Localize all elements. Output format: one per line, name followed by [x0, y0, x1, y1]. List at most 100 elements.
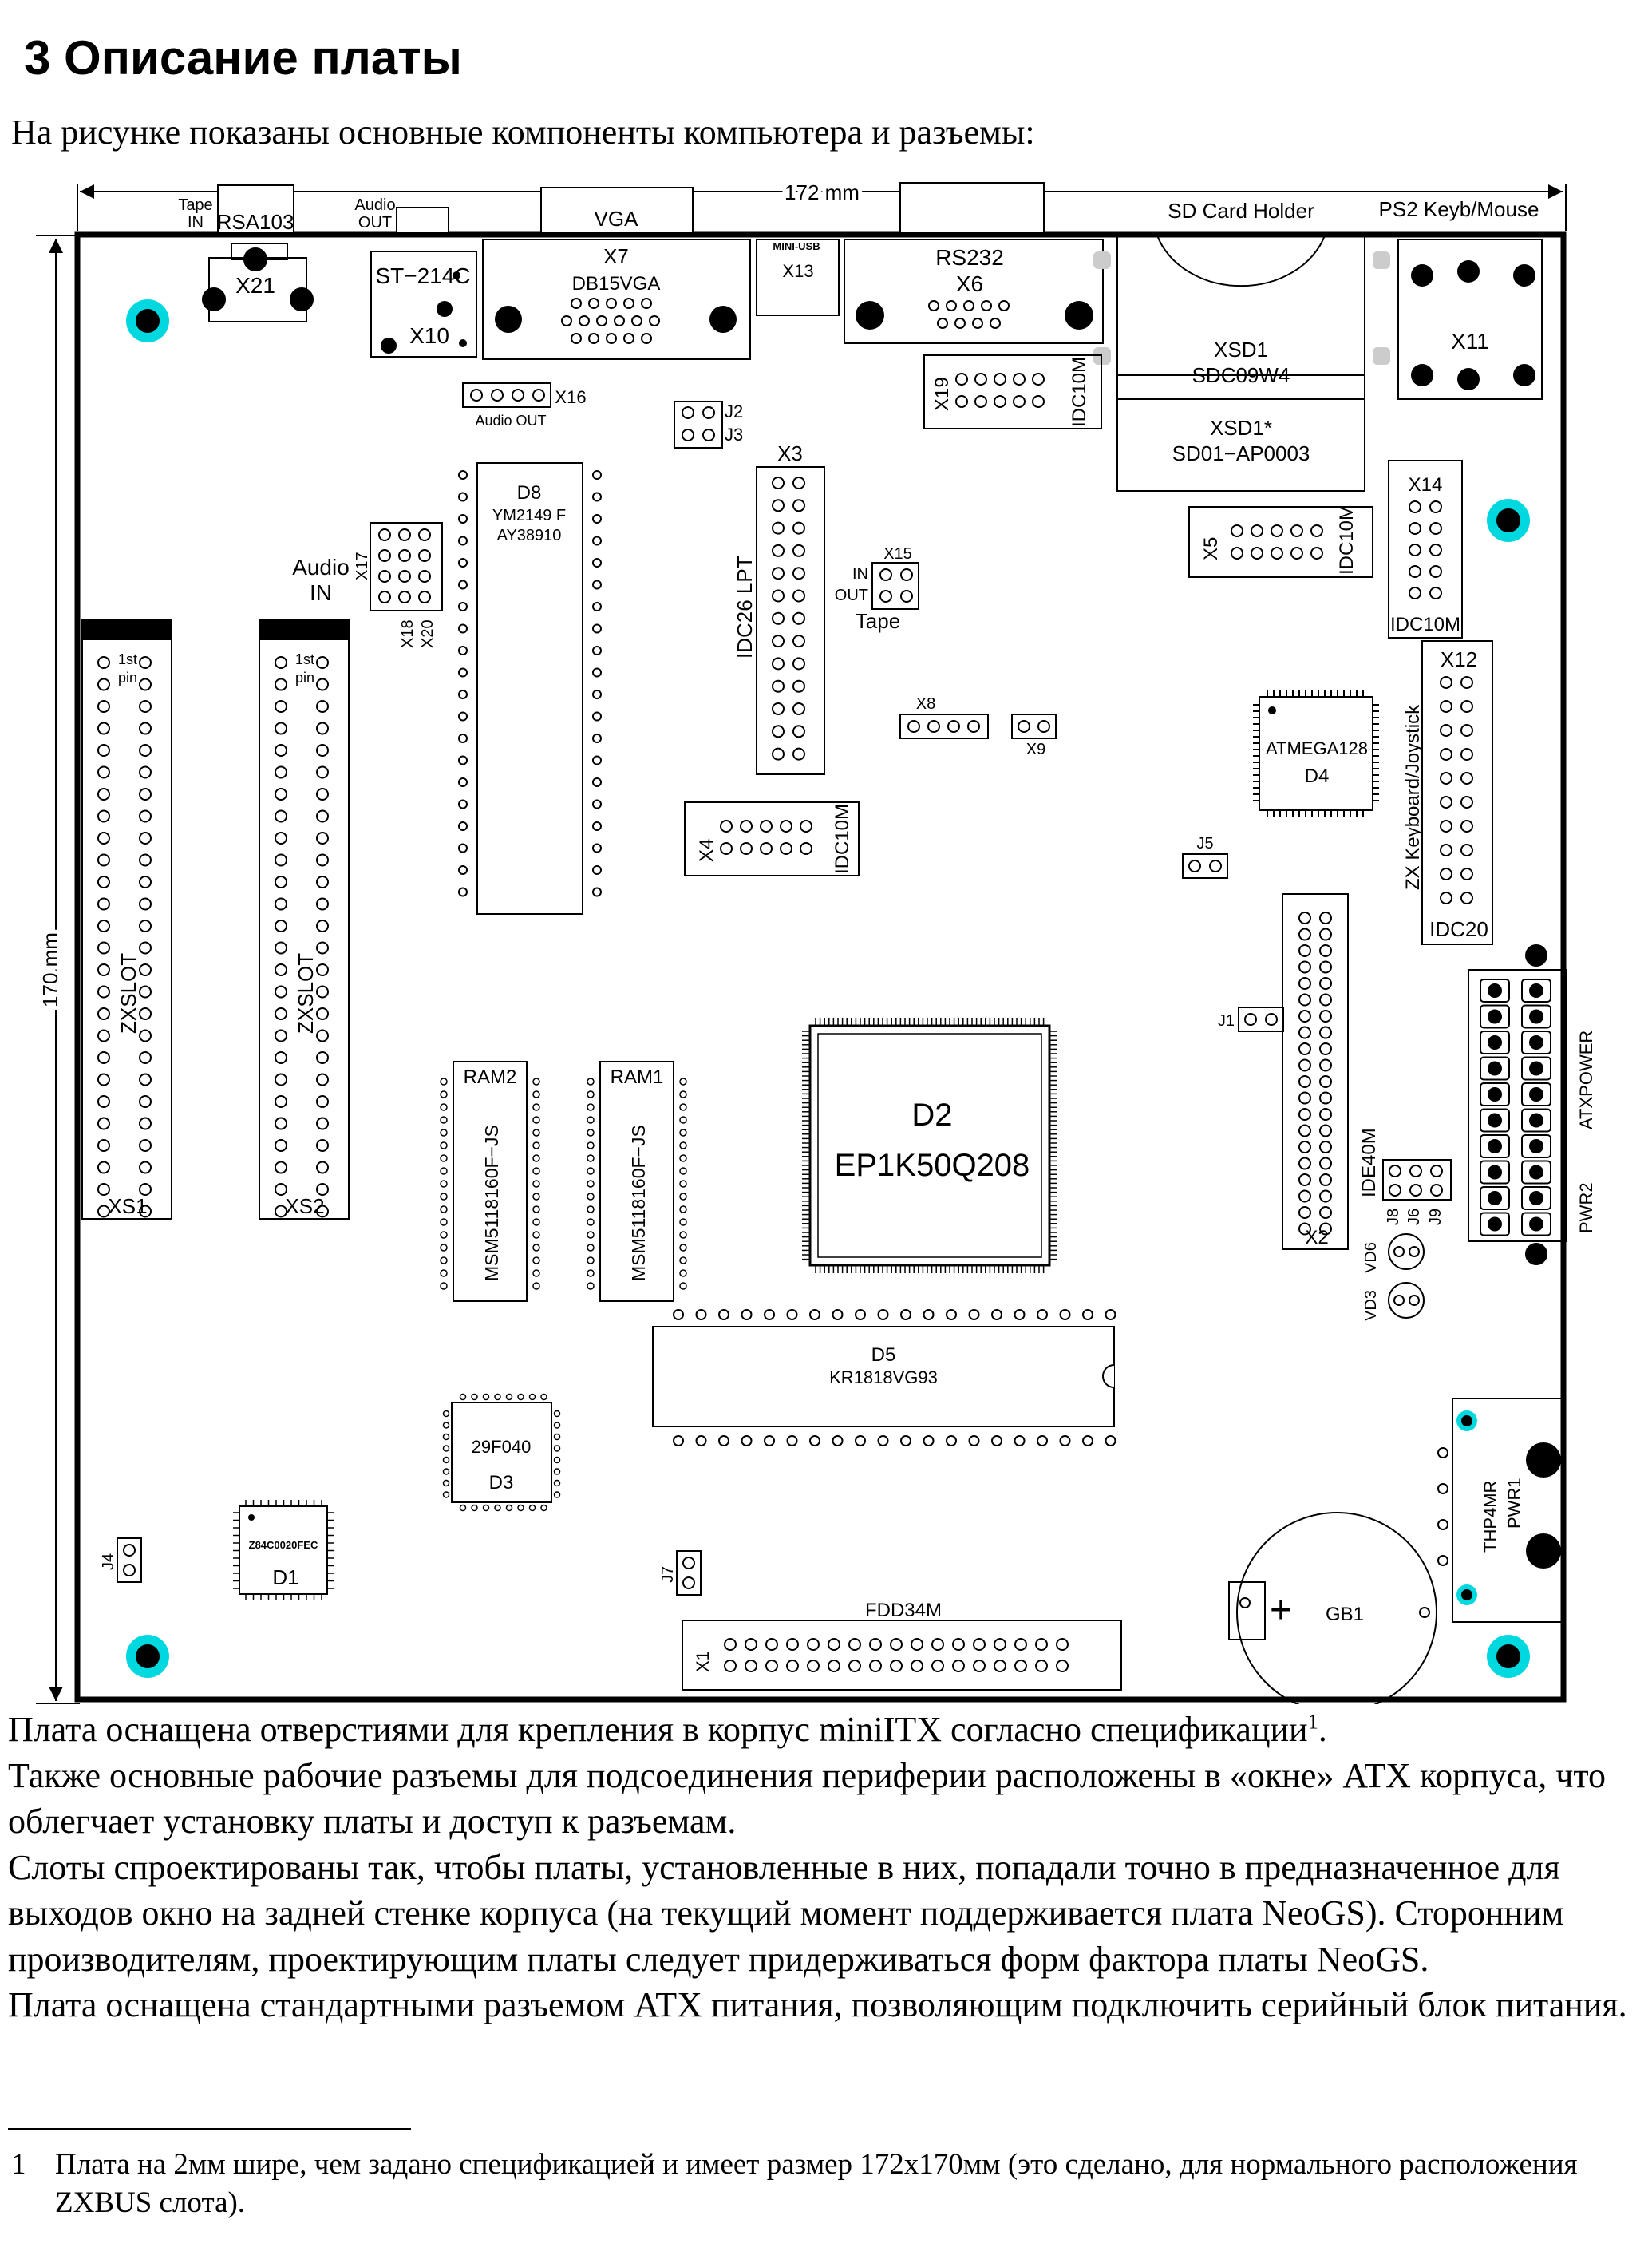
intro-text: На рисунке показаны основные компоненты … [11, 113, 1035, 152]
footnote-divider [8, 2128, 411, 2130]
svg-text:DB15VGA: DB15VGA [572, 273, 661, 295]
svg-text:Audio OUT: Audio OUT [475, 413, 546, 429]
svg-text:D2: D2 [911, 1098, 952, 1133]
svg-text:PWR2: PWR2 [1576, 1182, 1596, 1233]
svg-text:IDC10M: IDC10M [1069, 357, 1090, 427]
svg-text:J7: J7 [659, 1566, 677, 1583]
d3-flash-chip [442, 1393, 561, 1512]
x14-header [1388, 460, 1463, 639]
gb1-battery [1228, 1512, 1437, 1704]
svg-text:Audio: Audio [292, 555, 350, 580]
svg-text:X17: X17 [354, 552, 371, 580]
x7-vga-connector [482, 239, 751, 360]
x11-ps2-connector [1397, 239, 1543, 400]
svg-text:RSA103: RSA103 [217, 210, 294, 234]
svg-text:Tape: Tape [856, 609, 900, 633]
svg-text:IDC10M: IDC10M [1390, 614, 1460, 635]
svg-text:IDE40M: IDE40M [1358, 1128, 1380, 1197]
svg-text:XS1: XS1 [108, 1194, 147, 1218]
svg-text:SD01−AP0003: SD01−AP0003 [1172, 441, 1310, 465]
svg-text:X2: X2 [1305, 1227, 1328, 1248]
svg-text:OUT: OUT [358, 214, 392, 231]
svg-text:ZX Keyboard/Joystick: ZX Keyboard/Joystick [1402, 704, 1424, 890]
svg-text:IDC26 LPT: IDC26 LPT [733, 556, 757, 659]
svg-text:IN: IN [310, 580, 332, 605]
d4-atmega-chip [1253, 690, 1379, 817]
svg-text:X10: X10 [409, 323, 449, 348]
svg-text:RS232: RS232 [935, 245, 1004, 270]
x13-mini-usb [756, 239, 840, 316]
x16-header [462, 382, 551, 408]
svg-text:X21: X21 [235, 273, 275, 298]
xsd1-sd-holder [1116, 235, 1365, 492]
svg-text:pin: pin [118, 670, 137, 686]
svg-text:Tape: Tape [178, 196, 212, 214]
svg-text:ATMEGA128: ATMEGA128 [1266, 738, 1368, 758]
svg-text:ZXSLOT: ZXSLOT [117, 953, 140, 1034]
svg-text:MINI-USB: MINI-USB [773, 240, 820, 252]
svg-text:J4: J4 [100, 1553, 117, 1570]
x15-tape-header [871, 562, 919, 610]
svg-text:MSM5118160F−JS: MSM5118160F−JS [481, 1125, 502, 1281]
svg-text:+: + [1270, 1589, 1292, 1632]
svg-text:X4: X4 [696, 839, 717, 862]
svg-text:THP4MR: THP4MR [1480, 1481, 1500, 1553]
svg-text:VD6: VD6 [1362, 1242, 1380, 1273]
body-text: Плата оснащена отверстиями для крепления… [8, 1707, 1644, 2028]
section-heading: 3 Описание платы [24, 31, 462, 85]
svg-text:IDC10M: IDC10M [1336, 504, 1358, 575]
j7-jumper [676, 1550, 702, 1596]
x21-jack [202, 243, 314, 322]
d8-chip [476, 462, 583, 915]
height-dimension [36, 235, 80, 1704]
svg-text:X18: X18 [399, 619, 417, 648]
ram2-chip [453, 1061, 528, 1302]
paragraph-2: Также основные рабочие разъемы для подсо… [8, 1755, 1606, 1842]
x17-audio-in-header [370, 522, 443, 611]
svg-text:X19: X19 [931, 377, 953, 411]
x12-keyboard-header [1421, 640, 1493, 945]
x6-rs232-connector [844, 239, 1104, 344]
svg-text:J5: J5 [1196, 835, 1213, 853]
paragraph-3: Слоты спроектированы так, чтобы платы, у… [8, 1847, 1564, 1979]
pwr1-connector [1452, 1398, 1565, 1623]
x8-header [899, 714, 989, 739]
svg-text:Z84C0020FEC: Z84C0020FEC [249, 1539, 318, 1551]
svg-text:D3: D3 [489, 1472, 514, 1493]
j8-j6-j9-jumpers [1382, 1159, 1452, 1201]
svg-text:pin: pin [295, 670, 314, 686]
x9-header [1011, 714, 1057, 739]
svg-text:Audio: Audio [354, 196, 395, 214]
svg-text:1st: 1st [295, 651, 314, 667]
svg-text:X1: X1 [693, 1651, 713, 1672]
svg-text:MSM5118160F−JS: MSM5118160F−JS [628, 1125, 649, 1281]
vd6-led [1388, 1233, 1425, 1270]
width-dimension [77, 184, 1567, 231]
svg-text:SDC09W4: SDC09W4 [1192, 363, 1290, 387]
svg-text:SD Card Holder: SD Card Holder [1168, 199, 1314, 223]
svg-text:X15: X15 [883, 545, 912, 563]
svg-text:GB1: GB1 [1326, 1604, 1364, 1625]
d1-cpu-chip [233, 1500, 334, 1600]
xs1-zxslot [81, 619, 172, 1220]
board-diagram: 172 mm 170 mm Tape IN Audio OUT RSA103 V… [34, 176, 1596, 1704]
height-label: 170 mm [38, 932, 62, 1007]
svg-text:RAM1: RAM1 [611, 1066, 664, 1088]
svg-text:IN: IN [852, 565, 868, 583]
atx-power-connector [1468, 944, 1567, 1265]
svg-text:X9: X9 [1026, 741, 1045, 758]
footnote-ref[interactable]: 1 [1307, 1709, 1318, 1734]
ram1-chip [599, 1061, 674, 1302]
j4-jumper [117, 1537, 142, 1583]
x4-header [684, 801, 860, 876]
svg-text:D1: D1 [272, 1565, 298, 1589]
svg-text:D4: D4 [1305, 765, 1330, 787]
svg-text:IDC10M: IDC10M [832, 804, 853, 874]
svg-text:J9: J9 [1427, 1209, 1445, 1225]
svg-text:1st: 1st [118, 651, 137, 667]
footnote-number: 1 [11, 2148, 26, 2181]
svg-text:29F040: 29F040 [472, 1437, 532, 1457]
svg-text:AY38910: AY38910 [497, 527, 562, 544]
svg-text:ATXPOWER: ATXPOWER [1576, 1031, 1596, 1129]
svg-text:X12: X12 [1441, 647, 1477, 671]
